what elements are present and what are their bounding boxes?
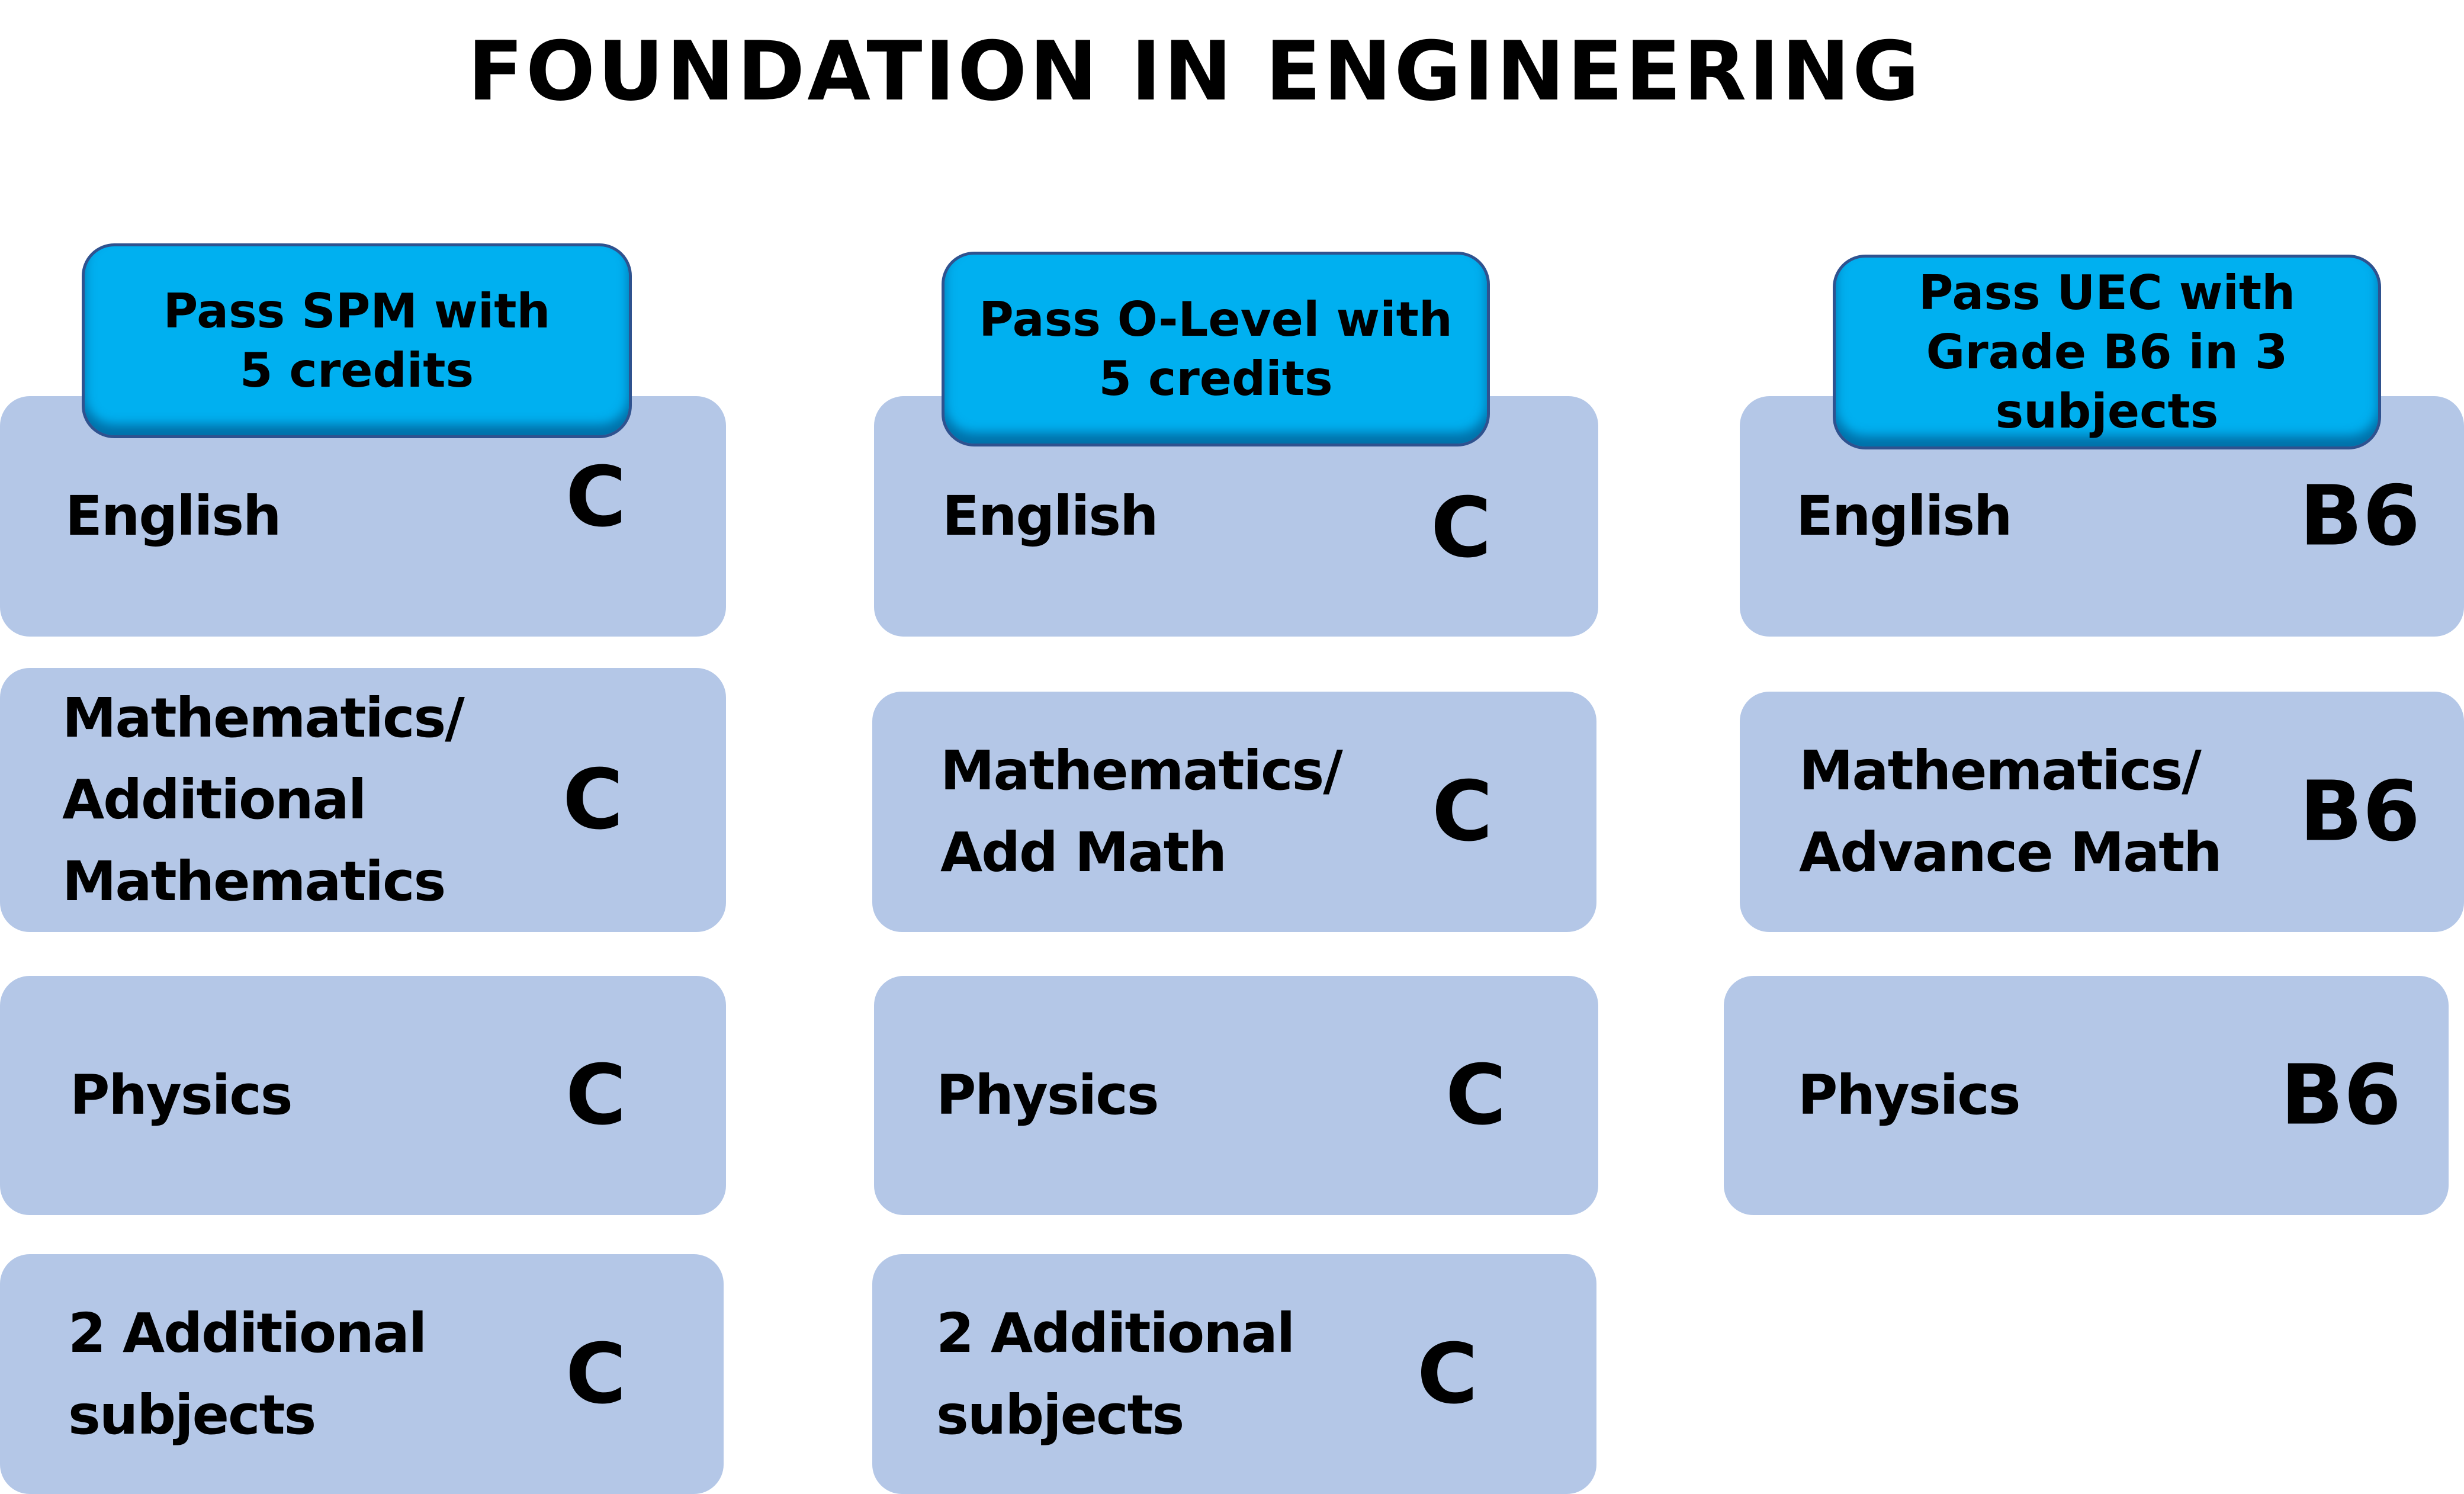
subject-label: English: [942, 484, 1159, 548]
page-title: FOUNDATION IN ENGINEERING: [467, 24, 1922, 119]
grade-label: B6: [2280, 1047, 2402, 1144]
olevel-math-box: Mathematics/ Add Math C: [872, 692, 1596, 932]
grade-label: C: [566, 449, 627, 546]
uec-header: Pass UEC with Grade B6 in 3 subjects: [1833, 255, 2381, 449]
spm-physics-box: Physics C: [0, 976, 726, 1215]
grade-label: C: [1445, 1047, 1506, 1144]
grade-label: C: [1431, 480, 1492, 577]
grade-label: B6: [2299, 468, 2421, 565]
subject-label: Mathematics/ Additional Mathematics: [62, 686, 465, 913]
subject-label: English: [1796, 484, 2013, 548]
uec-physics-box: Physics B6: [1724, 976, 2449, 1215]
subject-label: English: [65, 484, 282, 548]
uec-math-box: Mathematics/ Advance Math B6: [1740, 692, 2464, 932]
grade-label: B6: [2299, 763, 2421, 860]
subject-label: Mathematics/ Add Math: [940, 739, 1343, 884]
grade-label: C: [1417, 1326, 1478, 1422]
subject-label: 2 Additional subjects: [936, 1301, 1295, 1447]
grade-label: C: [566, 1047, 627, 1144]
subject-label: Physics: [70, 1064, 293, 1127]
spm-math-box: Mathematics/ Additional Mathematics C: [0, 668, 726, 932]
olevel-physics-box: Physics C: [874, 976, 1598, 1215]
grade-label: C: [1432, 763, 1493, 860]
grade-label: C: [563, 751, 624, 849]
subject-label: Physics: [1798, 1064, 2020, 1127]
subject-label: Physics: [936, 1064, 1159, 1127]
subject-label: 2 Additional subjects: [68, 1301, 427, 1447]
subject-label: Mathematics/ Advance Math: [1799, 739, 2222, 884]
olevel-header: Pass O-Level with 5 credits: [942, 252, 1490, 446]
grade-label: C: [566, 1326, 627, 1422]
olevel-additional-box: 2 Additional subjects C: [872, 1254, 1596, 1494]
spm-header: Pass SPM with 5 credits: [82, 243, 632, 438]
spm-additional-box: 2 Additional subjects C: [0, 1254, 724, 1494]
